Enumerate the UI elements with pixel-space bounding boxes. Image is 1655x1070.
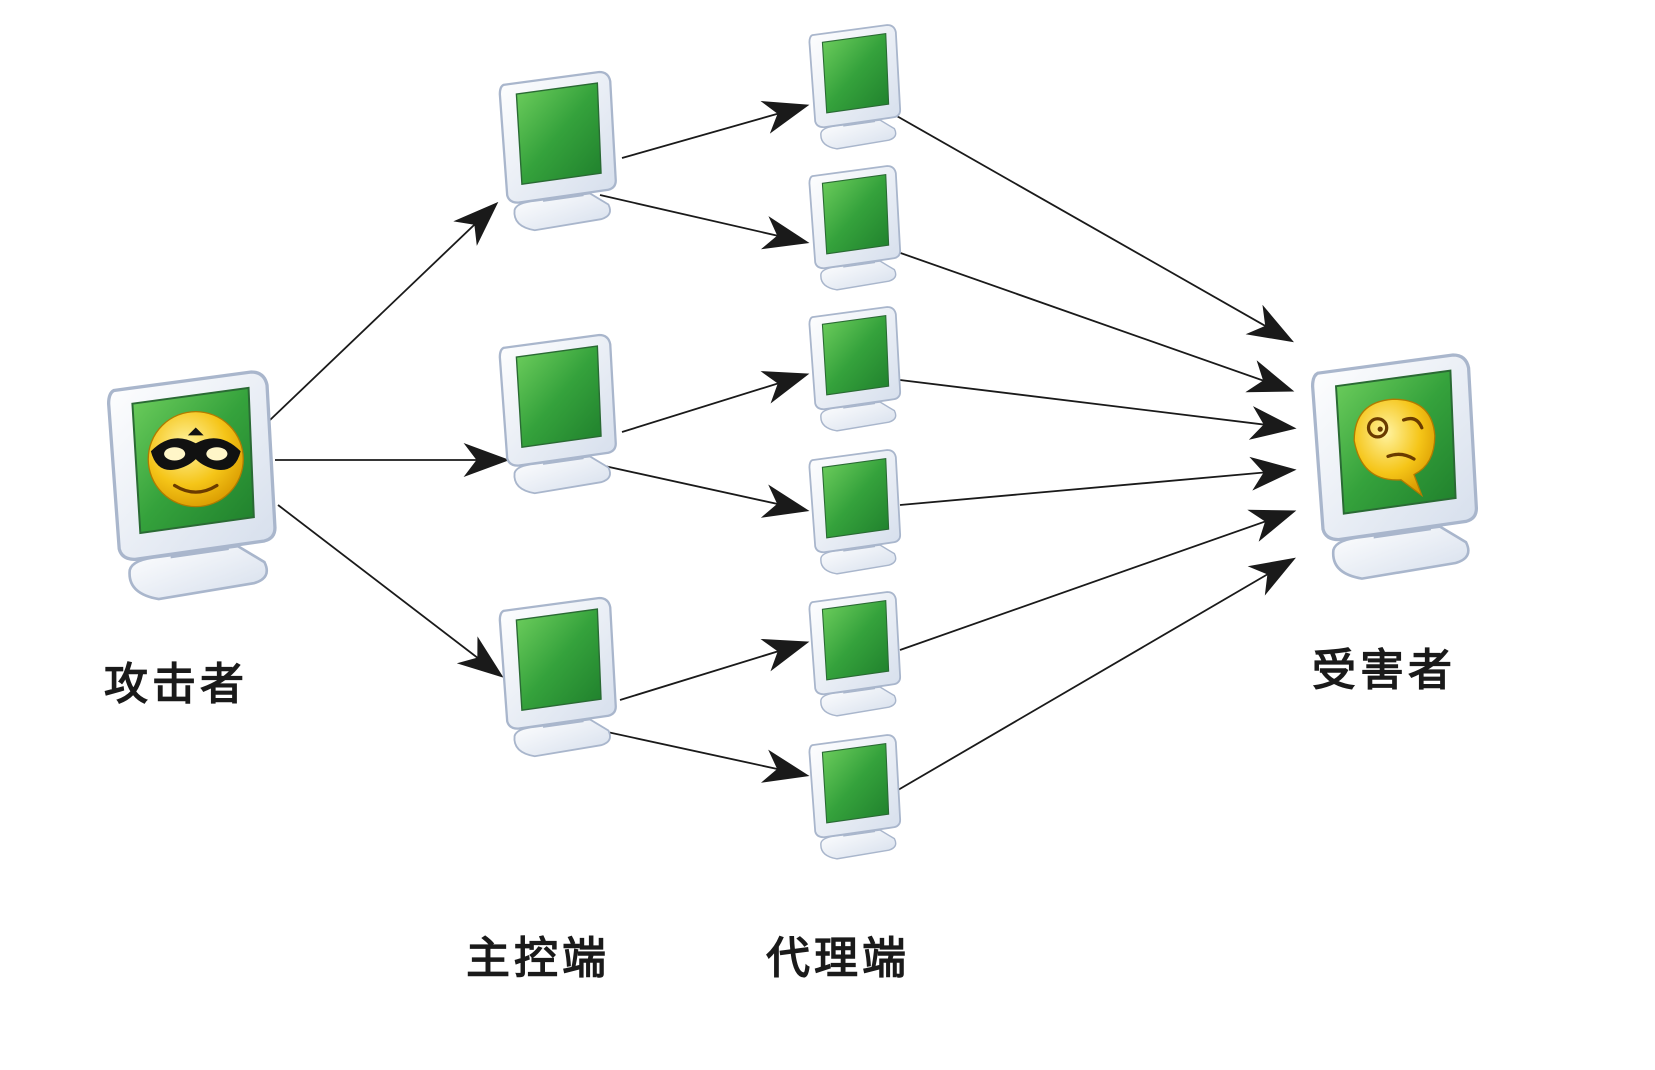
masked-smiley-icon xyxy=(147,410,244,508)
edge-agent3-victim xyxy=(899,379,1297,440)
master-computer-3 xyxy=(498,596,617,758)
connections xyxy=(269,100,1297,791)
agent-computer-3 xyxy=(808,306,902,432)
agent-computer-4 xyxy=(808,449,902,575)
victim-label: 受害者 xyxy=(1312,645,1456,696)
master-computer-1 xyxy=(498,70,617,232)
edge-agent6-victim xyxy=(897,557,1296,791)
edge-master1-agent2 xyxy=(599,194,810,250)
attacker-label: 攻击者 xyxy=(104,659,248,710)
edge-master1-agent1 xyxy=(621,100,810,159)
edge-master2-agent4 xyxy=(599,464,810,518)
edge-agent5-victim xyxy=(899,509,1297,651)
edge-master3-agent5 xyxy=(619,638,810,701)
master-computer-2 xyxy=(498,333,617,495)
attacker-computer xyxy=(106,370,277,601)
agent-computer-2 xyxy=(808,165,902,291)
edge-master3-agent6 xyxy=(597,729,810,783)
agent-computer-6 xyxy=(808,734,902,860)
edge-agent2-victim xyxy=(891,249,1295,393)
agent-computer-5 xyxy=(808,591,902,717)
edge-master2-agent3 xyxy=(621,371,810,433)
edge-agent1-victim xyxy=(894,114,1294,343)
edge-attacker-master1 xyxy=(269,201,499,421)
agent-label: 代理端 xyxy=(766,933,910,984)
victim-computer xyxy=(1310,353,1479,581)
master-label: 主控端 xyxy=(466,933,610,984)
worried-smiley-icon xyxy=(1353,398,1436,498)
agent-computer-1 xyxy=(808,24,902,150)
edge-agent4-victim xyxy=(899,456,1297,506)
edge-attacker-master3 xyxy=(277,504,504,678)
